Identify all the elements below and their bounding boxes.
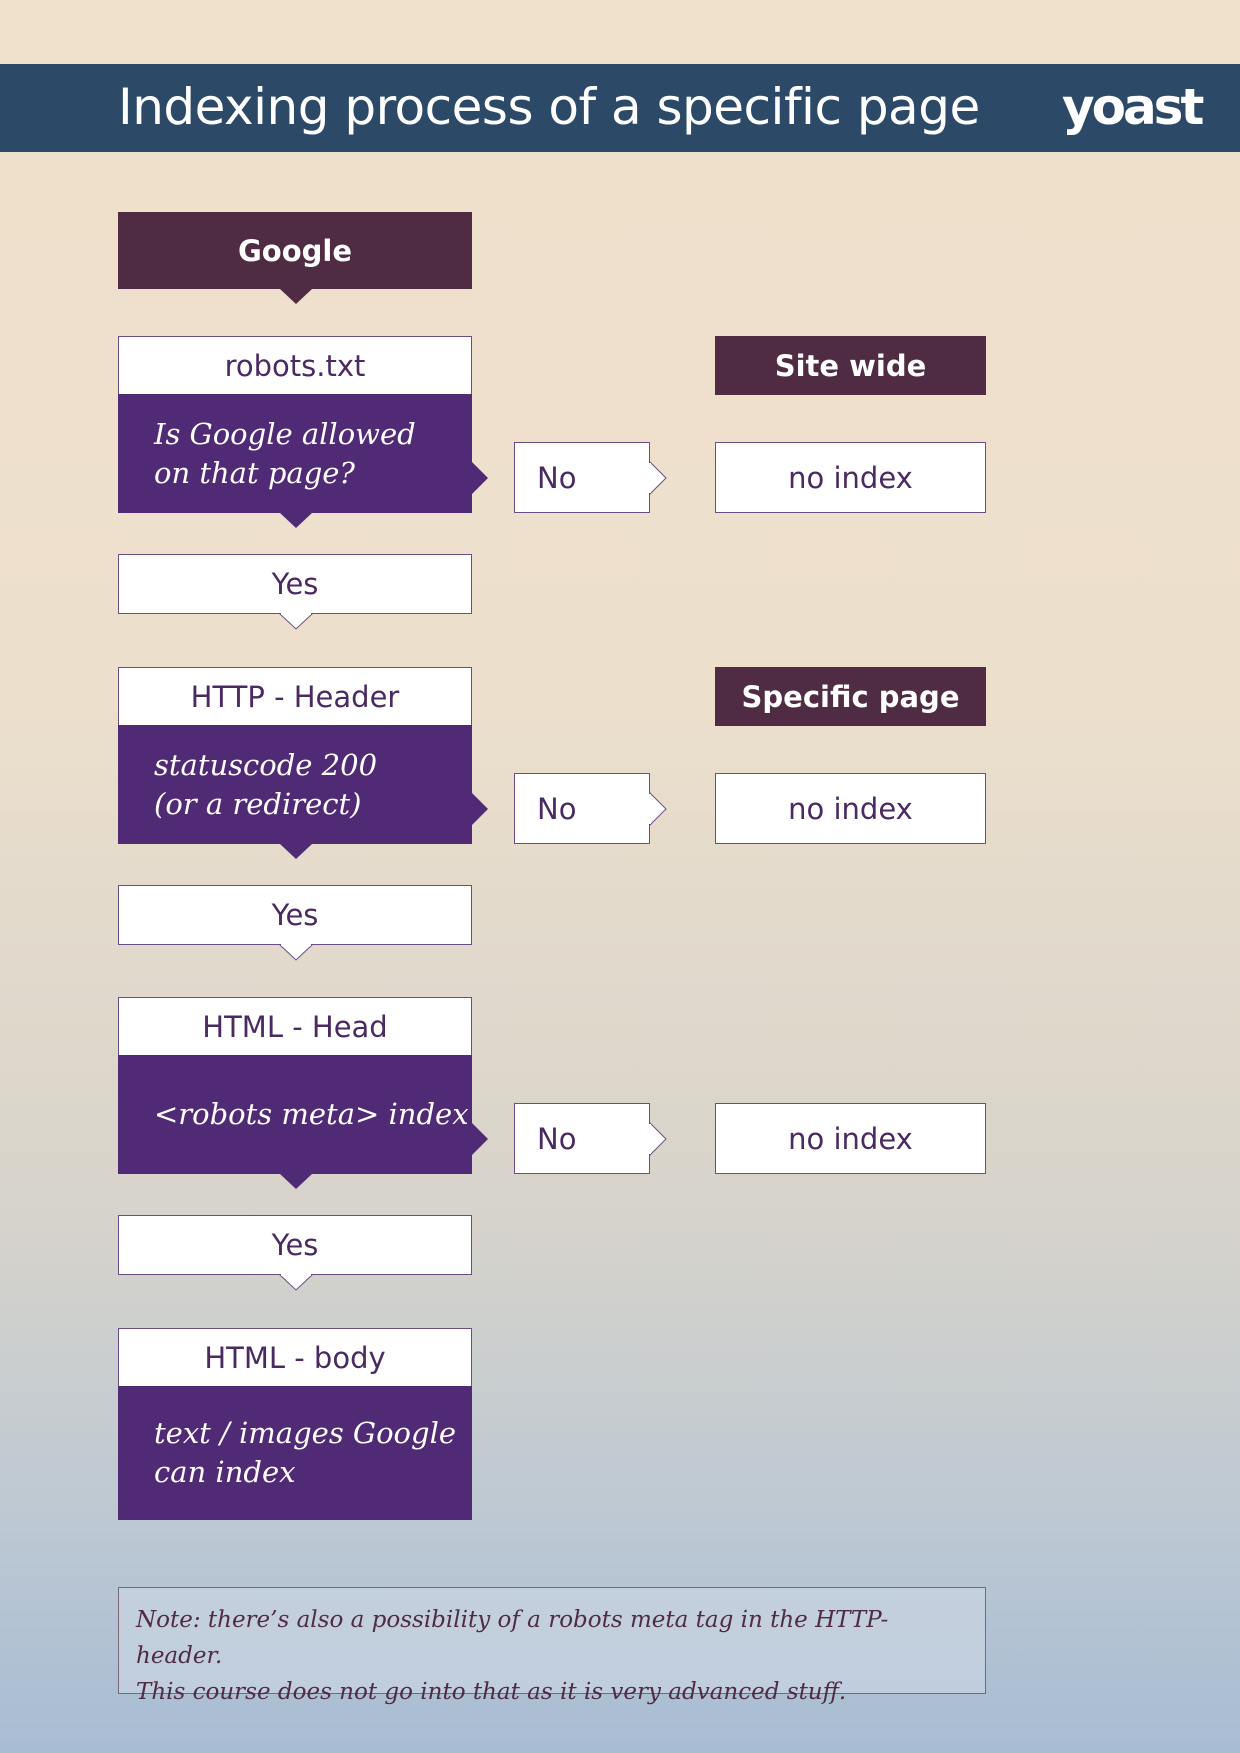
google-start-box: Google xyxy=(118,212,472,289)
html-body-content-text: text / images Google can index xyxy=(154,1416,457,1489)
no-html-head: No xyxy=(514,1103,650,1174)
http-header-question-text: statuscode 200 (or a redirect) xyxy=(154,747,378,821)
html-head-question: <robots meta> index xyxy=(118,1055,472,1174)
robots-txt-label: robots.txt xyxy=(118,336,472,395)
pointer-right-no-3 xyxy=(649,1121,667,1157)
robots-txt-question-text: Is Google allowed on that page? xyxy=(154,416,416,490)
html-body-content: text / images Google can index xyxy=(118,1386,472,1520)
pointer-right-no-2 xyxy=(649,791,667,827)
note-line-2: This course does not go into that as it … xyxy=(136,1679,847,1705)
pointer-down-http xyxy=(280,844,312,859)
yes-html-head: Yes xyxy=(118,1215,472,1275)
site-wide-label: Site wide xyxy=(715,336,986,395)
pointer-right-html-head xyxy=(472,1123,488,1155)
yes-http-header: Yes xyxy=(118,885,472,945)
http-header-question: statuscode 200 (or a redirect) xyxy=(118,725,472,844)
no-index-http-header: no index xyxy=(715,773,986,844)
no-index-html-head: no index xyxy=(715,1103,986,1174)
pointer-down-yes-1 xyxy=(278,613,314,630)
html-head-question-text: <robots meta> index xyxy=(154,1097,469,1131)
html-head-label: HTML - Head xyxy=(118,997,472,1056)
robots-txt-question: Is Google allowed on that page? xyxy=(118,394,472,513)
no-http-header: No xyxy=(514,773,650,844)
yoast-logo: yoast xyxy=(1062,78,1204,136)
pointer-down-google xyxy=(280,289,312,304)
pointer-right-no-1 xyxy=(649,460,667,496)
http-header-label: HTTP - Header xyxy=(118,667,472,726)
pointer-down-robots xyxy=(280,513,312,528)
pointer-down-yes-2 xyxy=(278,944,314,961)
yes-robots-txt: Yes xyxy=(118,554,472,614)
page-title: Indexing process of a specific page xyxy=(118,78,980,136)
note-box: Note: there’s also a possibility of a ro… xyxy=(118,1587,986,1705)
note-line-1: Note: there’s also a possibility of a ro… xyxy=(136,1607,889,1669)
pointer-down-html-head xyxy=(280,1174,312,1189)
no-index-robots-txt: no index xyxy=(715,442,986,513)
pointer-right-robots xyxy=(472,462,488,494)
pointer-right-http xyxy=(472,793,488,825)
pointer-down-yes-3 xyxy=(278,1274,314,1291)
header-bar: Indexing process of a specific page yoas… xyxy=(0,64,1240,152)
specific-page-label: Specific page xyxy=(715,667,986,726)
